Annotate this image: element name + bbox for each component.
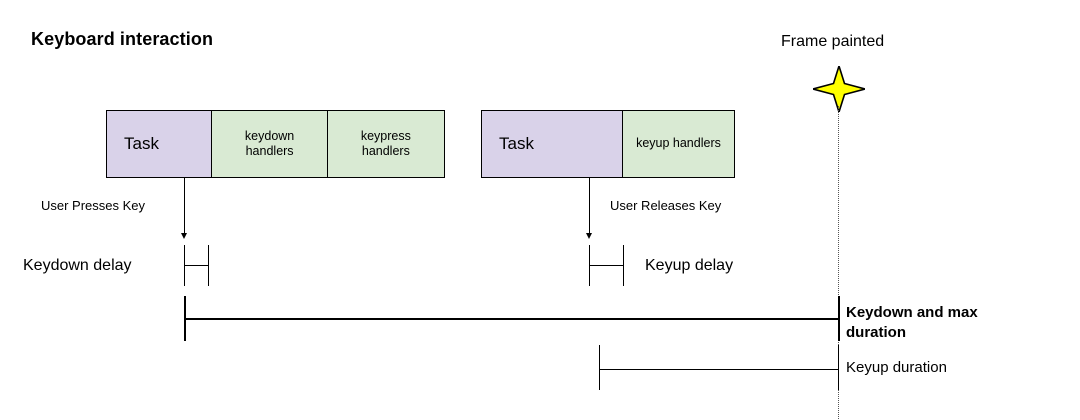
frame-painted-label: Frame painted [781, 33, 885, 50]
keyup-duration-label: Keyup duration [846, 359, 947, 376]
keydown-duration-span [184, 318, 838, 320]
keyup-delay-span [589, 265, 624, 266]
user-releases-key-label: User Releases Key [610, 198, 722, 213]
keydown-handlers-segment: keydown handlers [211, 111, 327, 177]
keydown-handlers-line-2: handlers [245, 144, 294, 158]
page-title: Keyboard interaction [31, 29, 214, 49]
keydown-delay-label: Keydown delay [23, 257, 132, 274]
keypress-handlers-line-1: keypress [360, 128, 411, 143]
keyup-duration-end-tick [838, 345, 839, 390]
keydown-and-max-duration-label: Keydown and max duration [846, 304, 978, 341]
keydown-duration-end-tick [838, 296, 840, 341]
task-segment-label: Task [107, 111, 212, 177]
keyup-duration-span [599, 369, 838, 370]
keypress-handlers-segment: keypress handlers [326, 111, 444, 177]
frame-painted-guideline [838, 106, 839, 419]
keypress-handlers-line-2: handlers [361, 144, 410, 158]
keyup-event-arrowhead [586, 233, 592, 239]
keydown-event-connector [184, 178, 185, 234]
user-presses-key-label: User Presses Key [41, 198, 146, 213]
keyup-duration-start-tick [599, 345, 600, 390]
task-row-keydown: Task keydown handlers keypress handlers [106, 110, 445, 178]
four-point-star-icon [813, 66, 865, 112]
keyup-delay-label: Keyup delay [645, 257, 734, 274]
keydown-event-arrowhead [181, 233, 187, 239]
task-row-keyup: Task keyup handlers [481, 110, 735, 178]
keyup-handlers-segment: keyup handlers [621, 111, 734, 177]
keydown-delay-span [184, 265, 209, 266]
keyup-event-connector [589, 178, 590, 234]
keydown-handlers-line-1: keydown [244, 128, 295, 143]
task-segment-label: Task [482, 111, 622, 177]
